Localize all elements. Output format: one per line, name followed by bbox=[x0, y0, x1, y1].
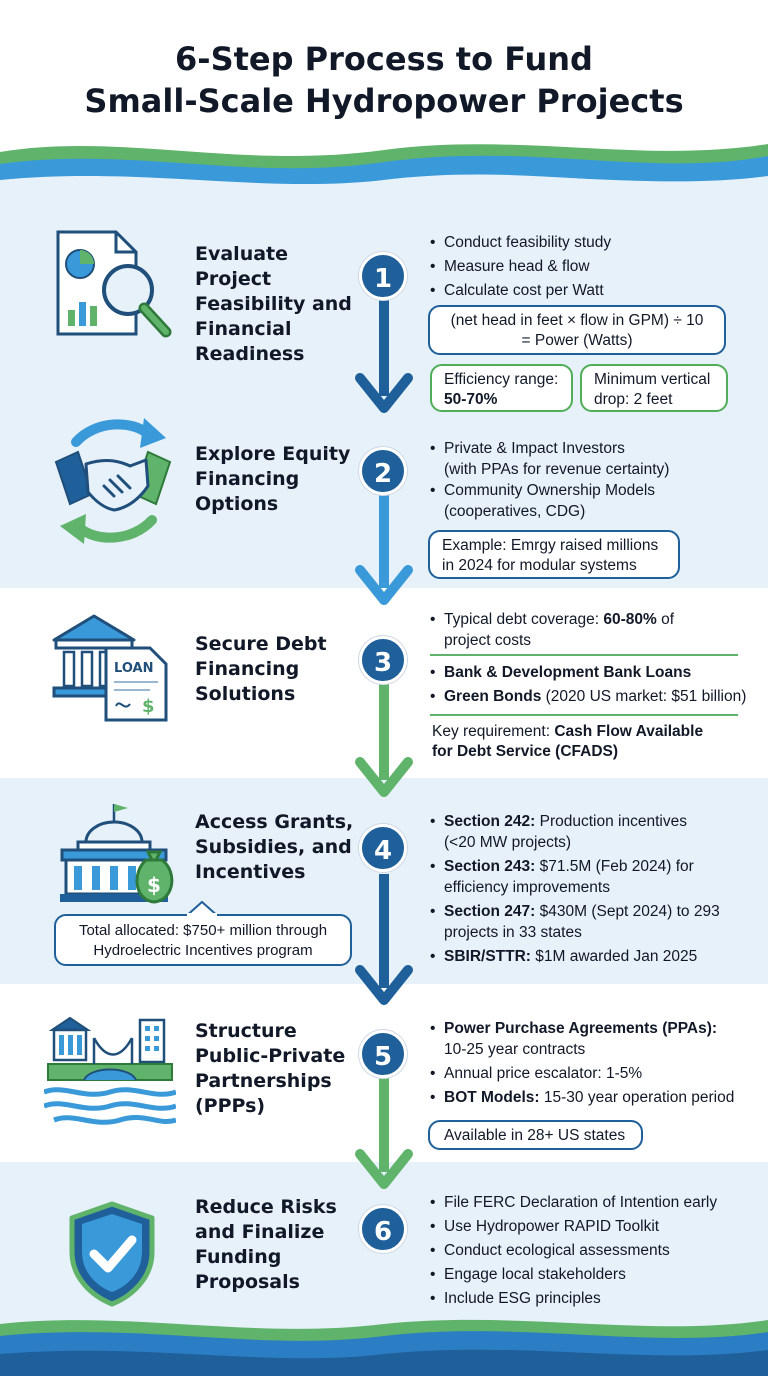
flow-arrow-4-5 bbox=[355, 874, 413, 1005]
list-item: •Section 243: $71.5M (Feb 2024) for bbox=[430, 858, 694, 875]
list-item: •Power Purchase Agreements (PPAs): bbox=[430, 1020, 718, 1037]
total-allocated-line-1: Total allocated: $750+ million through bbox=[78, 922, 328, 939]
list-item: •SBIR/STTR: $1M awarded Jan 2025 bbox=[430, 948, 698, 965]
flow-arrow-5-6 bbox=[355, 1076, 413, 1189]
title-line-1: 6-Step Process to Fund bbox=[175, 40, 593, 78]
efficiency-value: 50-70% bbox=[444, 391, 498, 408]
efficiency-label: Efficiency range: bbox=[444, 371, 559, 388]
list-item-continuation: (<20 MW projects) bbox=[444, 834, 572, 851]
flow-arrow-3-4 bbox=[355, 684, 413, 797]
total-allocated-line-2: Hydroelectric Incentives program bbox=[93, 942, 313, 959]
list-item: •Section 247: $430M (Sept 2024) to 293 bbox=[430, 903, 720, 920]
svg-text:$: $ bbox=[142, 696, 155, 717]
loan-icon-label: LOAN bbox=[114, 661, 153, 676]
list-item-continuation: projects in 33 states bbox=[444, 924, 582, 941]
list-item: Measure head & flow bbox=[428, 256, 611, 277]
list-item-continuation: 10-25 year contracts bbox=[444, 1041, 586, 1058]
divider bbox=[430, 714, 738, 716]
divider bbox=[430, 654, 738, 656]
vertical-drop-line-1: Minimum vertical bbox=[594, 371, 711, 388]
step-4-bullets: •Section 242: Production incentives (<20… bbox=[428, 811, 758, 967]
vertical-drop-line-2: drop: 2 feet bbox=[594, 391, 673, 408]
step-3-title: Secure Debt Financing Solutions bbox=[195, 633, 327, 705]
example-line-1: Example: Emrgy raised millions bbox=[442, 537, 659, 554]
list-item: Calculate cost per Watt bbox=[428, 280, 611, 301]
step-5-badge: 5 bbox=[359, 1030, 407, 1078]
top-wave-decoration bbox=[0, 144, 768, 200]
callout-pointer-cover bbox=[187, 913, 217, 917]
step-6-badge: 6 bbox=[359, 1205, 407, 1253]
government-building-money-icon: $ bbox=[60, 804, 174, 904]
list-item-continuation: (with PPAs for revenue certainty) bbox=[444, 461, 670, 478]
list-item-continuation: (cooperatives, CDG) bbox=[444, 503, 586, 520]
step-3-details: •Typical debt coverage: 60-80% of projec… bbox=[428, 609, 748, 651]
total-allocated-callout: Total allocated: $750+ million through H… bbox=[54, 914, 352, 966]
shield-check-icon bbox=[69, 1201, 155, 1307]
formula-line-2: = Power (Watts) bbox=[521, 332, 633, 349]
flow-arrow-1-2 bbox=[355, 300, 413, 413]
key-requirement: Key requirement: Cash Flow Available for… bbox=[432, 723, 704, 760]
list-item: •BOT Models: 15-30 year operation period bbox=[430, 1089, 735, 1106]
svg-text:$: $ bbox=[147, 873, 161, 897]
availability-box: Available in 28+ US states bbox=[428, 1120, 643, 1150]
list-item: •Annual price escalator: 1-5% bbox=[430, 1065, 643, 1082]
flow-arrow-2-3 bbox=[355, 492, 413, 605]
availability-text: Available in 28+ US states bbox=[444, 1127, 626, 1144]
step-1-bullets: Conduct feasibility study Measure head &… bbox=[428, 232, 611, 304]
list-item-continuation: efficiency improvements bbox=[444, 879, 610, 896]
step-2-bullets: •Private & Impact Investors (with PPAs f… bbox=[428, 438, 669, 522]
list-item: •Section 242: Production incentives bbox=[430, 813, 687, 830]
vertical-drop-box: Minimum vertical drop: 2 feet bbox=[580, 364, 728, 412]
list-item: Include ESG principles bbox=[428, 1288, 717, 1309]
list-item: •Green Bonds (2020 US market: $51 billio… bbox=[430, 688, 747, 705]
list-item: Engage local stakeholders bbox=[428, 1264, 717, 1285]
bottom-wave-decoration bbox=[0, 1310, 768, 1376]
step-5-bullets: •Power Purchase Agreements (PPAs): 10-25… bbox=[428, 1018, 758, 1108]
step-3-loans: •Bank & Development Bank Loans •Green Bo… bbox=[428, 662, 746, 707]
step-1-title: Evaluate Project Feasibility and Financi… bbox=[195, 243, 352, 365]
document-magnifier-icon bbox=[56, 230, 172, 338]
list-item: •Community Ownership Models bbox=[430, 482, 656, 499]
list-item: Use Hydropower RAPID Toolkit bbox=[428, 1216, 717, 1237]
step-1-badge: 1 bbox=[359, 252, 407, 300]
step-2-badge: 2 bbox=[359, 447, 407, 495]
example-box: Example: Emrgy raised millions in 2024 f… bbox=[428, 530, 680, 579]
step-2-title: Explore Equity Financing Options bbox=[195, 443, 351, 515]
list-item: File FERC Declaration of Intention early bbox=[428, 1192, 717, 1213]
list-item-continuation: project costs bbox=[444, 632, 532, 649]
list-item: •Bank & Development Bank Loans bbox=[430, 664, 692, 681]
page-title: 6-Step Process to Fund Small-Scale Hydro… bbox=[0, 38, 768, 122]
step-6-title: Reduce Risks and Finalize Funding Propos… bbox=[195, 1196, 337, 1293]
step-3-badge: 3 bbox=[359, 636, 407, 684]
formula-box: (net head in feet × flow in GPM) ÷ 10 = … bbox=[428, 305, 726, 355]
step-5-title: Structure Public-Private Partnerships (P… bbox=[195, 1020, 346, 1117]
list-item: •Typical debt coverage: 60-80% of bbox=[430, 611, 675, 628]
title-line-2: Small-Scale Hydropower Projects bbox=[84, 82, 684, 120]
bridge-city-icon bbox=[44, 1016, 176, 1125]
list-item: •Private & Impact Investors bbox=[430, 440, 625, 457]
bank-loan-icon: LOAN $ bbox=[52, 614, 168, 722]
step-4-badge: 4 bbox=[359, 824, 407, 872]
handshake-icon bbox=[54, 418, 172, 544]
step-4-title: Access Grants, Subsidies, and Incentives bbox=[195, 811, 354, 883]
list-item: Conduct feasibility study bbox=[428, 232, 611, 253]
step-6-bullets: File FERC Declaration of Intention early… bbox=[428, 1192, 717, 1312]
list-item: Conduct ecological assessments bbox=[428, 1240, 717, 1261]
formula-line-1: (net head in feet × flow in GPM) ÷ 10 bbox=[450, 312, 704, 329]
efficiency-box: Efficiency range: 50-70% bbox=[430, 364, 573, 412]
example-line-2: in 2024 for modular systems bbox=[442, 557, 637, 574]
